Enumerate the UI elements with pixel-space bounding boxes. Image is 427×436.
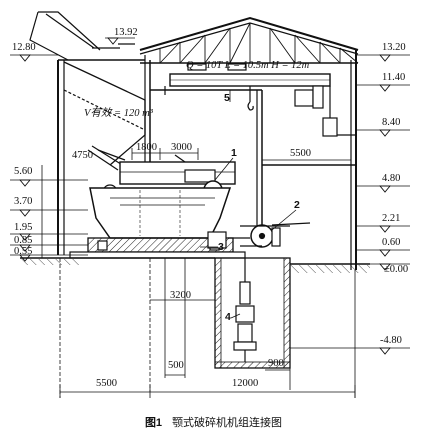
elev-top-left: 12.80 <box>12 42 36 53</box>
callout-1: 1 <box>231 147 237 159</box>
elev-560: 5.60 <box>14 166 32 177</box>
dim-3000: 3000 <box>171 142 192 153</box>
dim-500: 500 <box>168 360 184 371</box>
dim-3200: 3200 <box>170 290 191 301</box>
crusher-body <box>89 187 232 239</box>
figure-caption: 图1 颚式破碎机机组连接图 <box>0 414 427 430</box>
elev-ground: ±0.00 <box>384 264 408 275</box>
callout-3: 3 <box>218 241 224 253</box>
elev-195: 1.95 <box>14 222 32 233</box>
chute-4750: 4750 <box>72 150 93 161</box>
dim-12000: 12000 <box>232 378 258 389</box>
elevation-markers <box>19 37 391 355</box>
dim-5500-lower: 5500 <box>96 378 117 389</box>
elev-floor-right: 4.80 <box>382 173 400 184</box>
dim-900: 900 <box>268 358 284 369</box>
overhead-crane <box>150 63 338 137</box>
figure-title: 颚式破碎机机组连接图 <box>172 417 283 429</box>
bin-volume: V有效 = 120 m³ <box>84 107 154 119</box>
elev-060: 0.60 <box>382 237 400 248</box>
callout-leaders <box>200 90 297 319</box>
figure-number: 图1 <box>144 417 163 429</box>
storage-bin <box>63 61 146 166</box>
roof-line <box>139 16 359 51</box>
elev-rail-right: 11.40 <box>382 72 405 83</box>
elev-roof-right: 13.20 <box>382 42 406 53</box>
elev-085: 0.85 <box>14 235 32 246</box>
callout-4: 4 <box>225 311 231 323</box>
jaw-crusher-unit <box>69 154 246 259</box>
elev-pit-bottom: -4.80 <box>380 335 402 346</box>
dim-1800: 1800 <box>136 142 157 153</box>
elev-370: 3.70 <box>14 196 32 207</box>
conveyor-and-pit <box>20 222 370 369</box>
elev-221: 2.21 <box>382 213 400 224</box>
crane-spec: Q = 10T L = 10.5m H = 12m <box>186 60 310 71</box>
dim-5500-upper: 5500 <box>290 148 311 159</box>
roof-truss <box>159 22 359 64</box>
annotations: 12.80 13.92 13.20 11.40 8.40 4.80 2.21 0… <box>12 27 408 389</box>
feed-hopper <box>29 11 146 171</box>
elev-hopper-top: 13.92 <box>114 27 138 38</box>
elev-mid-right: 8.40 <box>382 117 400 128</box>
callout-2: 2 <box>294 199 300 211</box>
elev-055: 0.55 <box>14 246 32 257</box>
callout-5: 5 <box>224 92 230 104</box>
